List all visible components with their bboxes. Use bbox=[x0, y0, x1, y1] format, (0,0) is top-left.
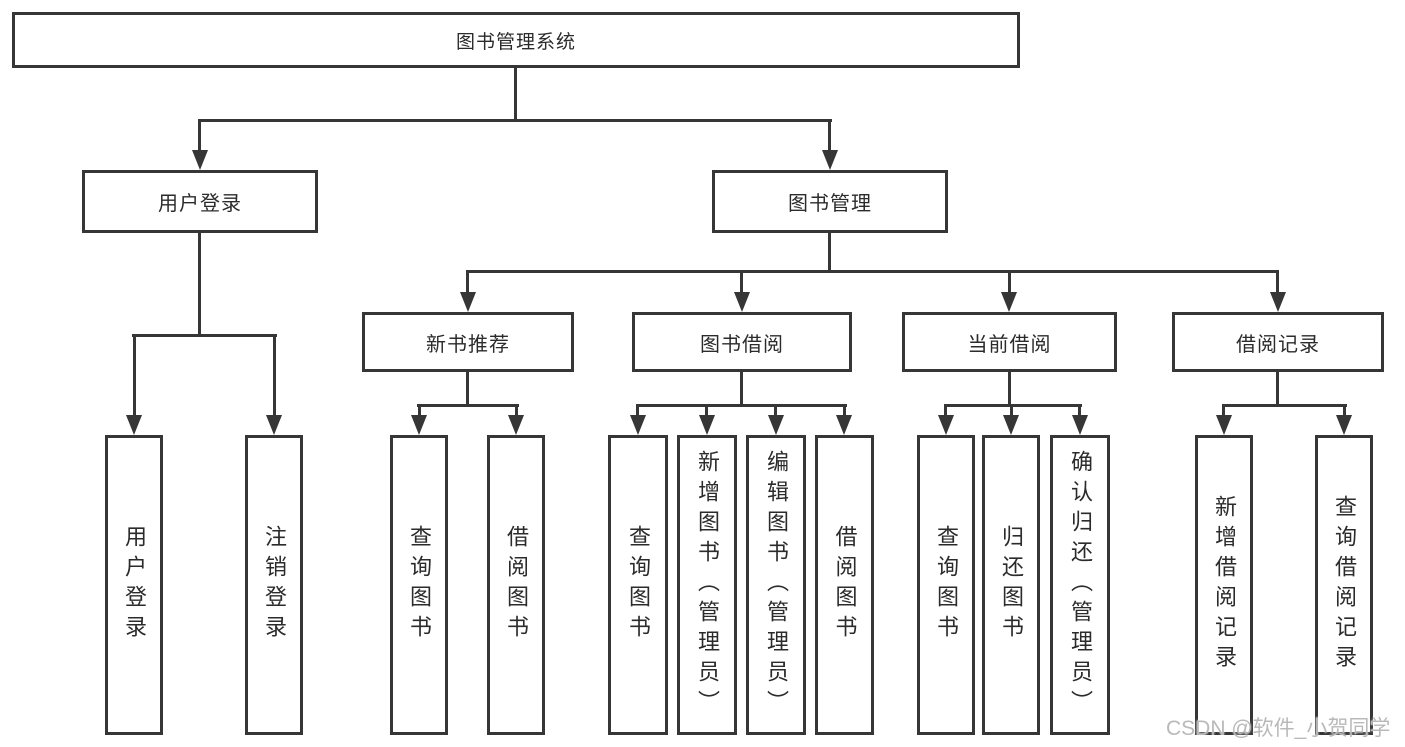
node-label: 借阅图书 bbox=[504, 525, 529, 645]
leaf-user-login: 用户登录 bbox=[105, 435, 163, 735]
arrowhead-down-bb-query bbox=[630, 415, 646, 435]
leaf-borrow-add-books-admin: 新增图书（管理员） bbox=[677, 435, 737, 735]
connector-drop-leaf-logout bbox=[273, 334, 276, 418]
connector-drop-current-borrow bbox=[1008, 270, 1011, 295]
connector-drop-cb-confirm bbox=[1078, 404, 1081, 418]
arrowhead-down-leaf-user-login bbox=[126, 415, 142, 435]
connector-user-login-stem bbox=[198, 233, 201, 337]
arrowhead-down-book-management bbox=[822, 150, 838, 170]
node-label: 图书管理 bbox=[788, 193, 872, 215]
node-user-login: 用户登录 bbox=[82, 170, 318, 233]
connector-new-book-recommend-stem bbox=[466, 372, 469, 407]
connector-borrow-records-bar bbox=[1222, 404, 1347, 407]
arrowhead-down-bb-borrow bbox=[836, 415, 852, 435]
connector-drop-bb-add bbox=[705, 404, 708, 418]
connector-drop-borrow-records bbox=[1276, 270, 1279, 295]
csdn-watermark: CSDN @软件_小贺同学 bbox=[1166, 717, 1391, 740]
arrowhead-down-br-add bbox=[1216, 415, 1232, 435]
connector-new-book-recommend-bar bbox=[417, 404, 519, 407]
node-label: 当前借阅 bbox=[967, 333, 1052, 356]
arrowhead-down-rec-query bbox=[411, 415, 427, 435]
arrowhead-down-rec-borrow bbox=[508, 415, 524, 435]
node-label: 查询图书 bbox=[934, 525, 959, 645]
leaf-records-add-record: 新增借阅记录 bbox=[1195, 435, 1253, 735]
arrowhead-down-borrow-records bbox=[1270, 292, 1286, 312]
arrowhead-down-current-borrow bbox=[1001, 292, 1017, 312]
node-label: 编辑图书（管理员） bbox=[764, 450, 789, 720]
connector-drop-br-query bbox=[1343, 404, 1346, 418]
connector-drop-cb-query bbox=[944, 404, 947, 418]
connector-drop-book-borrow bbox=[740, 270, 743, 295]
connector-drop-book-management bbox=[828, 119, 831, 153]
node-label: 用户登录 bbox=[158, 193, 242, 215]
connector-drop-bb-query bbox=[636, 404, 639, 418]
leaf-current-confirm-return-admin: 确认归还（管理员） bbox=[1050, 435, 1110, 735]
connector-book-borrow-stem bbox=[740, 372, 743, 407]
node-current-borrow: 当前借阅 bbox=[902, 312, 1117, 372]
leaf-borrow-borrow-books: 借阅图书 bbox=[815, 435, 874, 735]
connector-level1-bar bbox=[198, 119, 832, 122]
connector-drop-cb-return bbox=[1010, 404, 1013, 418]
arrowhead-down-bb-add bbox=[699, 415, 715, 435]
node-label: 借阅记录 bbox=[1236, 333, 1320, 356]
connector-current-borrow-bar bbox=[944, 404, 1082, 407]
node-label: 新增借阅记录 bbox=[1212, 495, 1237, 675]
leaf-current-query-books: 查询图书 bbox=[917, 435, 975, 735]
leaf-borrow-edit-books-admin: 编辑图书（管理员） bbox=[746, 435, 806, 735]
leaf-recommend-query-books: 查询图书 bbox=[390, 435, 448, 735]
node-book-borrow: 图书借阅 bbox=[632, 312, 852, 372]
arrowhead-down-book-borrow bbox=[734, 292, 750, 312]
connector-user-login-bar bbox=[132, 334, 277, 337]
leaf-records-query-record: 查询借阅记录 bbox=[1315, 435, 1373, 735]
arrowhead-down-cb-query bbox=[938, 415, 954, 435]
connector-drop-bb-edit bbox=[774, 404, 777, 418]
node-label: 注销登录 bbox=[262, 525, 287, 645]
connector-level3-bar bbox=[466, 270, 1278, 273]
connector-drop-leaf-user-login bbox=[133, 334, 136, 418]
node-new-book-recommend: 新书推荐 bbox=[362, 312, 574, 372]
arrowhead-down-user-login bbox=[192, 150, 208, 170]
connector-drop-bb-borrow bbox=[843, 404, 846, 418]
leaf-recommend-borrow-books: 借阅图书 bbox=[487, 435, 545, 735]
arrowhead-down-cb-confirm bbox=[1072, 415, 1088, 435]
arrowhead-down-new-book-recommend bbox=[460, 292, 476, 312]
node-label: 新增图书（管理员） bbox=[695, 450, 720, 720]
leaf-borrow-query-books: 查询图书 bbox=[608, 435, 668, 735]
connector-current-borrow-stem bbox=[1008, 372, 1011, 407]
connector-drop-new-book-recommend bbox=[466, 270, 469, 295]
node-label: 新书推荐 bbox=[426, 333, 510, 356]
connector-drop-br-add bbox=[1222, 404, 1225, 418]
arrowhead-down-bb-edit bbox=[768, 415, 784, 435]
node-label: 确认归还（管理员） bbox=[1068, 450, 1093, 720]
arrowhead-down-cb-return bbox=[1003, 415, 1019, 435]
node-label: 查询图书 bbox=[407, 525, 432, 645]
node-borrow-records: 借阅记录 bbox=[1172, 312, 1384, 372]
connector-book-borrow-bar bbox=[636, 404, 847, 407]
node-label: 借阅图书 bbox=[832, 525, 858, 645]
connector-drop-user-login bbox=[198, 119, 201, 153]
node-label: 查询借阅记录 bbox=[1332, 495, 1357, 675]
arrowhead-down-leaf-logout bbox=[266, 415, 282, 435]
arrowhead-down-br-query bbox=[1336, 415, 1352, 435]
connector-root-stem bbox=[514, 68, 517, 122]
node-label: 图书管理系统 bbox=[455, 31, 576, 53]
node-book-management: 图书管理 bbox=[712, 170, 948, 233]
node-label: 用户登录 bbox=[122, 525, 147, 645]
node-label: 归还图书 bbox=[999, 525, 1024, 645]
connector-borrow-records-stem bbox=[1276, 372, 1279, 407]
leaf-current-return-books: 归还图书 bbox=[982, 435, 1040, 735]
connector-book-management-stem bbox=[828, 233, 831, 273]
node-label: 查询图书 bbox=[626, 525, 651, 645]
connector-drop-rec-query bbox=[418, 404, 421, 418]
node-library-management-system: 图书管理系统 bbox=[12, 12, 1020, 68]
connector-drop-rec-borrow bbox=[515, 404, 518, 418]
leaf-logout-login: 注销登录 bbox=[245, 435, 303, 735]
node-label: 图书借阅 bbox=[700, 333, 784, 356]
